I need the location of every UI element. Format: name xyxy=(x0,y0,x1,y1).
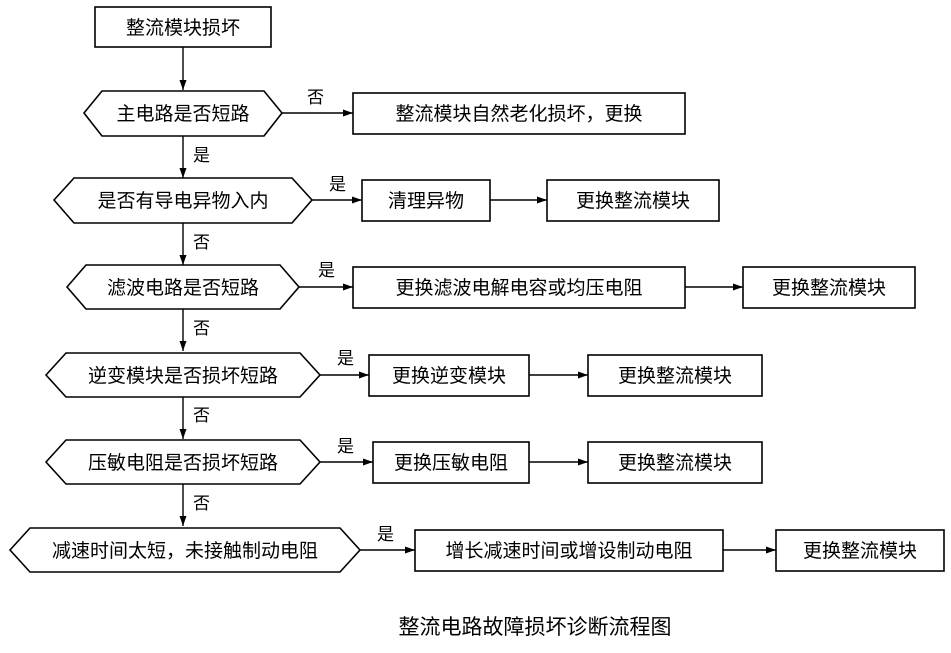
action-2-1: 清理异物 xyxy=(361,179,491,222)
action-6-1: 增长减速时间或增设制动电阻 xyxy=(414,529,724,572)
action-2-2-label: 更换整流模块 xyxy=(576,190,690,212)
d4-down-label: 否 xyxy=(193,406,210,426)
action-3-1-label: 更换滤波电解电容或均压电阻 xyxy=(395,277,642,299)
d3-down-label: 否 xyxy=(193,319,210,339)
d4-branch-label: 是 xyxy=(337,349,354,369)
d6-branch-label: 是 xyxy=(377,525,394,545)
decision-5: 压敏电阻是否损坏短路 xyxy=(44,439,322,485)
d3-branch-label: 是 xyxy=(318,261,335,281)
decision-3-label: 滤波电路是否短路 xyxy=(107,277,259,299)
action-3-2: 更换整流模块 xyxy=(742,266,916,309)
action-2-1-label: 清理异物 xyxy=(388,190,464,212)
action-1-1-label: 整流模块自然老化损坏，更换 xyxy=(395,103,642,125)
decision-4-label: 逆变模块是否损坏短路 xyxy=(88,365,278,387)
d5-branch-label: 是 xyxy=(337,437,354,457)
decision-5-label: 压敏电阻是否损坏短路 xyxy=(88,452,278,474)
decision-1: 主电路是否短路 xyxy=(82,90,284,137)
action-5-2: 更换整流模块 xyxy=(587,441,763,484)
start-label: 整流模块损坏 xyxy=(126,17,240,39)
action-5-1: 更换压敏电阻 xyxy=(372,441,530,484)
decision-2: 是否有导电异物入内 xyxy=(52,177,314,224)
diagram-caption: 整流电路故障损坏诊断流程图 xyxy=(399,615,672,639)
action-6-2-label: 更换整流模块 xyxy=(803,540,917,562)
start-node: 整流模块损坏 xyxy=(94,6,272,48)
action-3-2-label: 更换整流模块 xyxy=(772,277,886,299)
action-5-1-label: 更换压敏电阻 xyxy=(394,452,508,474)
action-6-1-label: 增长减速时间或增设制动电阻 xyxy=(445,540,692,562)
decision-4: 逆变模块是否损坏短路 xyxy=(44,352,322,398)
decision-2-label: 是否有导电异物入内 xyxy=(97,190,268,212)
action-5-2-label: 更换整流模块 xyxy=(618,452,732,474)
action-4-2: 更换整流模块 xyxy=(587,354,763,397)
d1-down-label: 是 xyxy=(193,146,210,166)
decision-1-label: 主电路是否短路 xyxy=(116,103,249,125)
d2-down-label: 否 xyxy=(193,233,210,253)
action-1-1: 整流模块自然老化损坏，更换 xyxy=(352,92,686,135)
d2-branch-label: 是 xyxy=(329,175,346,195)
action-4-2-label: 更换整流模块 xyxy=(618,365,732,387)
decision-6: 减速时间太短，未接触制动电阻 xyxy=(8,527,362,573)
action-3-1: 更换滤波电解电容或均压电阻 xyxy=(352,266,686,309)
d5-down-label: 否 xyxy=(193,494,210,514)
decision-6-label: 减速时间太短，未接触制动电阻 xyxy=(52,540,318,562)
action-4-1-label: 更换逆变模块 xyxy=(392,365,506,387)
d1-branch-label: 否 xyxy=(307,88,324,108)
action-6-2: 更换整流模块 xyxy=(775,529,945,572)
decision-3: 滤波电路是否短路 xyxy=(65,264,301,310)
action-2-2: 更换整流模块 xyxy=(546,179,720,222)
action-4-1: 更换逆变模块 xyxy=(368,354,530,397)
